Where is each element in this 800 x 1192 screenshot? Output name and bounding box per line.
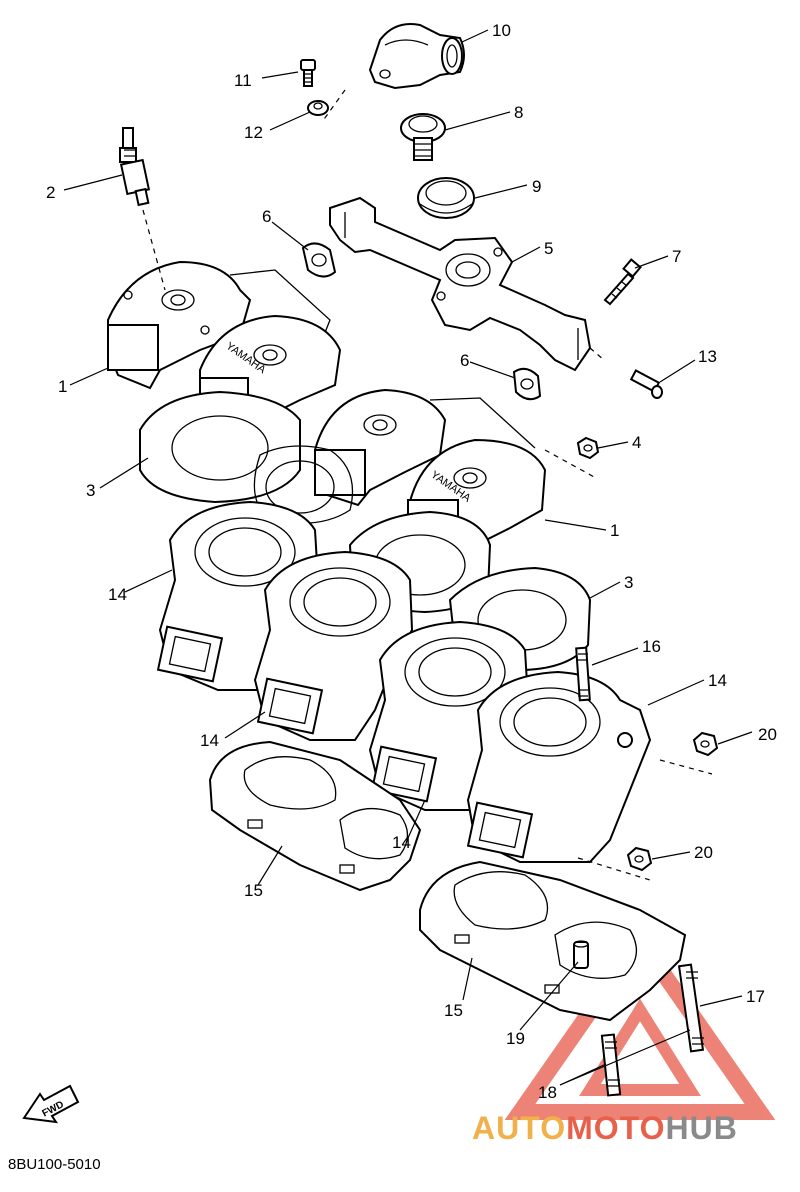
cylinder-head-3: [314, 388, 536, 507]
dowel-pin-19: [573, 940, 589, 969]
cylinder-head-1: [107, 260, 331, 390]
callout-2: 2: [46, 183, 55, 202]
callout-14b: 14: [708, 671, 727, 690]
callout-3a: 3: [86, 481, 95, 500]
callout-19: 19: [506, 1029, 525, 1048]
callout-6a: 6: [262, 207, 271, 226]
callout-18: 18: [538, 1083, 557, 1102]
callout-20a: 20: [758, 725, 777, 744]
head-gasket-upper: [139, 390, 354, 524]
watermark-hub: HUB: [665, 1110, 738, 1146]
cylinder-block-4: [466, 670, 652, 863]
bolt-11: [300, 59, 316, 87]
washer-12: [307, 100, 329, 116]
o-ring-9: [417, 177, 475, 219]
callout-14c: 14: [200, 731, 219, 750]
callout-8: 8: [514, 103, 523, 122]
callout-6b: 6: [460, 351, 469, 370]
callout-1a: 1: [58, 377, 67, 396]
callout-numbers: 10 11 12 8 2 9 6 5 7 1 6 13 4 3 1 14 3 1…: [46, 21, 777, 1102]
callout-3b: 3: [624, 573, 633, 592]
callout-15a: 15: [244, 881, 263, 900]
nut-20-upper: [692, 731, 719, 757]
leader-lines: [63, 29, 753, 1086]
callout-11: 11: [234, 71, 252, 90]
callout-17: 17: [746, 987, 765, 1006]
alignment-lines: [142, 89, 713, 881]
stud-17: [677, 963, 705, 1053]
fwd-arrow-icon: FWD: [22, 1084, 80, 1124]
callout-13: 13: [698, 347, 717, 366]
callout-5: 5: [544, 239, 553, 258]
nut-4: [576, 436, 600, 460]
nut-20-lower: [626, 846, 653, 872]
thermostat-cover: [368, 23, 465, 90]
gasket-6-upper: [301, 242, 337, 278]
watermark-moto: MOTO: [566, 1110, 666, 1146]
bolt-7: [603, 258, 642, 306]
callout-14a: 14: [108, 585, 127, 604]
spark-plug: [119, 127, 151, 207]
callout-4: 4: [632, 433, 641, 452]
stud-16: [575, 646, 591, 702]
thermostat: [400, 113, 446, 161]
callout-10: 10: [492, 21, 511, 40]
base-gasket-upper: [208, 740, 422, 892]
watermark-auto: AUTO: [472, 1110, 567, 1146]
callout-16: 16: [642, 637, 661, 656]
watermark-logo-text: AUTOMOTOHUB: [472, 1110, 738, 1147]
callout-15b: 15: [444, 1001, 463, 1020]
callout-7: 7: [672, 247, 681, 266]
callout-14d: 14: [392, 833, 411, 852]
diagram-code: 8BU100-5010: [8, 1156, 101, 1173]
callout-12: 12: [244, 123, 263, 142]
callout-1b: 1: [610, 521, 619, 540]
gasket-6-lower: [512, 367, 542, 401]
base-gasket-lower: [419, 860, 687, 1022]
callout-9: 9: [532, 177, 541, 196]
callout-20b: 20: [694, 843, 713, 862]
water-manifold: [329, 196, 592, 372]
cylinder-block-2: [253, 550, 414, 741]
bolt-13: [629, 369, 663, 399]
